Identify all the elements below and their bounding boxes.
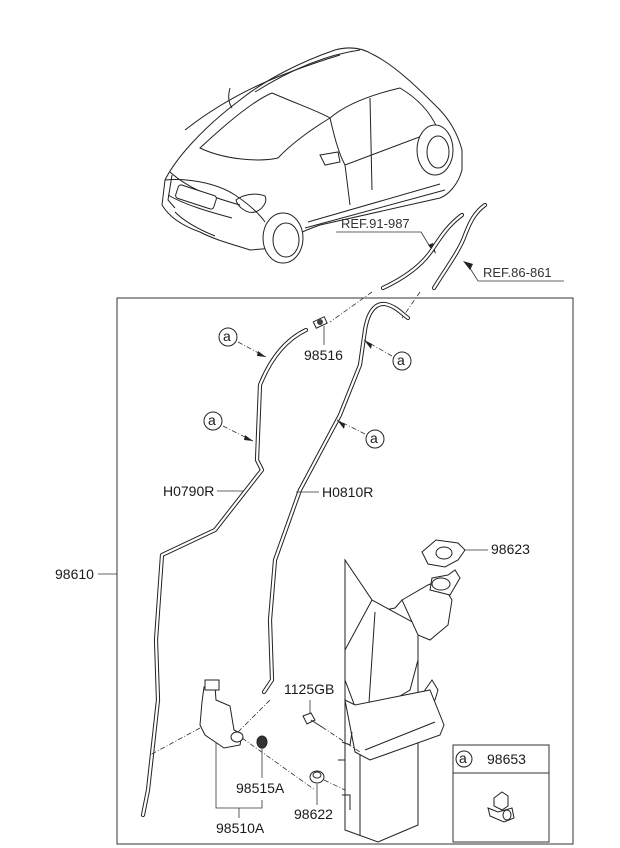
label-1125gb: 1125GB	[284, 681, 334, 697]
assembly-frame	[116, 297, 574, 845]
connector-98516: 98516	[304, 316, 343, 363]
reference-86-861: REF.86-861	[463, 261, 564, 282]
bolt-1125gb: 1125GB	[284, 681, 361, 753]
clip-legend-box: a 98653	[452, 744, 550, 843]
hose-h0790r	[140, 327, 309, 818]
legend-part-number: 98653	[487, 751, 526, 767]
label-98623: 98623	[491, 541, 530, 557]
label-98516: 98516	[304, 347, 343, 363]
clip-marker-2: a	[363, 339, 412, 371]
label-98515a: 98515A	[236, 780, 285, 796]
clip-marker-3: a	[203, 411, 254, 442]
grommet-98515a: 98515A	[236, 735, 316, 796]
label-h0810r: H0810R	[322, 484, 373, 500]
hose-h0810r	[261, 301, 411, 695]
reference-91-987: REF.91-987	[336, 216, 436, 254]
pump-98510a	[149, 679, 271, 756]
svg-text:a: a	[208, 412, 216, 428]
seal-98622: 98622	[294, 770, 346, 822]
svg-text:a: a	[223, 328, 231, 344]
clip-marker-1: a	[218, 327, 267, 358]
label-98510a: 98510A	[216, 820, 265, 836]
washer-reservoir	[338, 558, 461, 843]
label-h0790r: H0790R	[163, 483, 214, 499]
svg-text:a: a	[370, 430, 378, 446]
label-98610: 98610	[55, 566, 94, 582]
cap-98623: 98623	[421, 539, 530, 568]
ref-label-86-861: REF.86-861	[483, 265, 552, 280]
ref-label-91-987: REF.91-987	[341, 216, 410, 231]
vehicle-illustration	[161, 47, 463, 264]
legend-marker: a	[459, 750, 467, 766]
label-98622: 98622	[294, 806, 333, 822]
clip-marker-4: a	[336, 419, 385, 449]
svg-text:a: a	[397, 352, 405, 368]
clip-icon	[487, 791, 515, 823]
